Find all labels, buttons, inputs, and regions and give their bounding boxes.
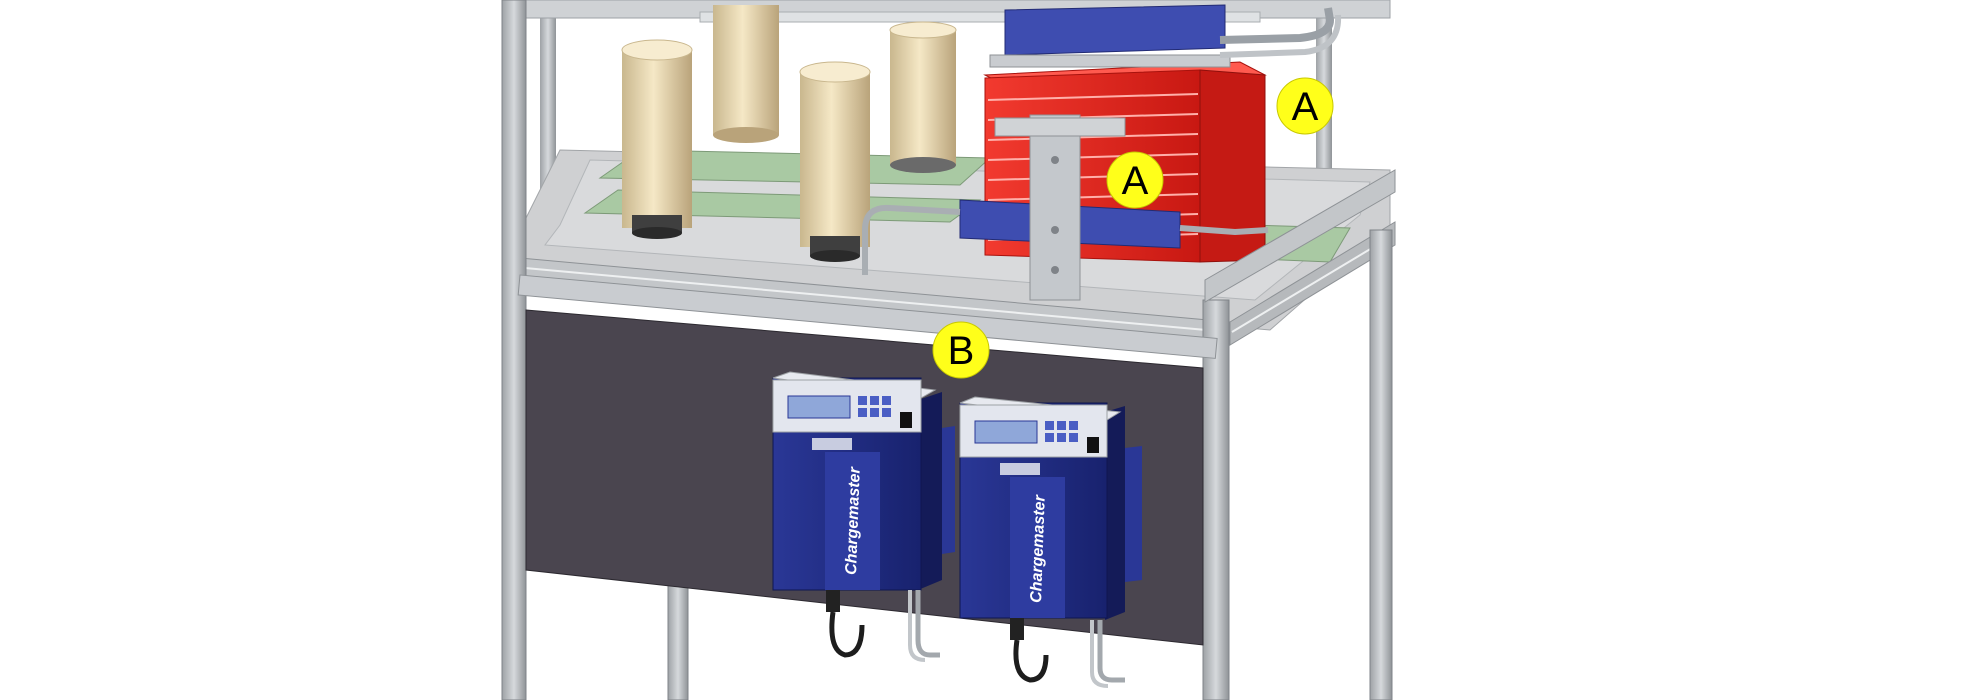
charger-2: Chargemaster	[959, 396, 1142, 688]
keypad-key	[1045, 421, 1054, 430]
callout-a-upper: A	[1276, 77, 1334, 135]
callout-a-lower-circle	[1106, 151, 1164, 209]
charger-2-plug	[1010, 618, 1024, 640]
callout-b: B	[932, 321, 990, 379]
charger-2-stripe	[1010, 477, 1065, 618]
charger-1-bracket	[942, 426, 955, 554]
charger-1-hv-cable-2	[908, 590, 926, 662]
charger-1-keypad	[858, 396, 891, 417]
air-tube-upper	[1219, 7, 1335, 44]
bolt-1	[1051, 156, 1059, 164]
charger-1-side	[918, 392, 942, 590]
electrode-assembly	[862, 4, 1342, 301]
callout-b-circle	[932, 321, 990, 379]
air-tube-upper-2	[1219, 14, 1342, 58]
roll-back-left	[713, 5, 779, 143]
charger-2-cable	[1013, 639, 1049, 683]
charger-2-keypad	[1045, 421, 1078, 442]
charger-2-bracket	[1125, 446, 1142, 582]
charger-1-stripe	[825, 452, 880, 590]
upper-blue-bar	[1004, 4, 1226, 56]
keypad-key	[1069, 433, 1078, 442]
keypad-key	[1069, 421, 1078, 430]
rail-groove-1	[524, 267, 1229, 333]
keypad-key	[858, 408, 867, 417]
roll-back-right	[889, 21, 957, 173]
charger-1-display	[787, 395, 851, 419]
callout-a-lower: A	[1106, 151, 1164, 209]
frame-top-rail-inner	[699, 11, 1261, 23]
mount-bracket-horizontal	[994, 117, 1126, 137]
callout-a-upper-circle	[1276, 77, 1334, 135]
paper-rolls	[621, 5, 957, 262]
keypad-key	[882, 396, 891, 405]
keypad-key	[1045, 433, 1054, 442]
keypad-key	[882, 408, 891, 417]
keypad-key	[870, 396, 879, 405]
charger-2-hv-cable	[1097, 620, 1125, 683]
callout-b-label: B	[948, 329, 975, 373]
charger-1-plug	[826, 590, 840, 612]
charger-1-label-plate	[812, 438, 852, 450]
charger-2-hv-cable-2	[1090, 620, 1109, 688]
charger-1: Chargemaster	[772, 371, 955, 662]
keypad-key	[870, 408, 879, 417]
frame-rail-left-top	[517, 274, 1218, 359]
keypad-key	[1057, 421, 1066, 430]
callout-a-upper-label: A	[1292, 85, 1319, 129]
frame-side-rail-upper	[1204, 169, 1396, 303]
frame-post-front-right	[1202, 299, 1230, 700]
upper-bar-plate	[989, 54, 1231, 68]
bolt-2	[1051, 226, 1059, 234]
charger-1-brand: Chargemaster	[843, 466, 864, 575]
charger-1-cable	[829, 611, 865, 658]
charger-1-power-switch	[900, 412, 912, 428]
frame-post-front-left	[501, 0, 527, 700]
roll-front-left	[621, 39, 693, 239]
cable-left	[862, 204, 961, 275]
keypad-key	[858, 396, 867, 405]
charger-1-hv-cable	[915, 590, 940, 658]
charger-2-brand: Chargemaster	[1028, 494, 1049, 603]
rail-groove-2	[1231, 235, 1393, 333]
charger-2-display	[974, 420, 1038, 444]
keypad-key	[1057, 433, 1066, 442]
charger-2-power-switch	[1087, 437, 1099, 453]
roll-front-right	[799, 61, 871, 262]
charger-2-label-plate	[1000, 463, 1040, 475]
bolt-3	[1051, 266, 1059, 274]
table-top	[519, 149, 1396, 346]
charger-2-side	[1105, 406, 1125, 620]
cable-right	[1179, 225, 1269, 236]
frame-post-back-right-lower	[1369, 229, 1393, 700]
callout-a-lower-label: A	[1122, 159, 1149, 203]
